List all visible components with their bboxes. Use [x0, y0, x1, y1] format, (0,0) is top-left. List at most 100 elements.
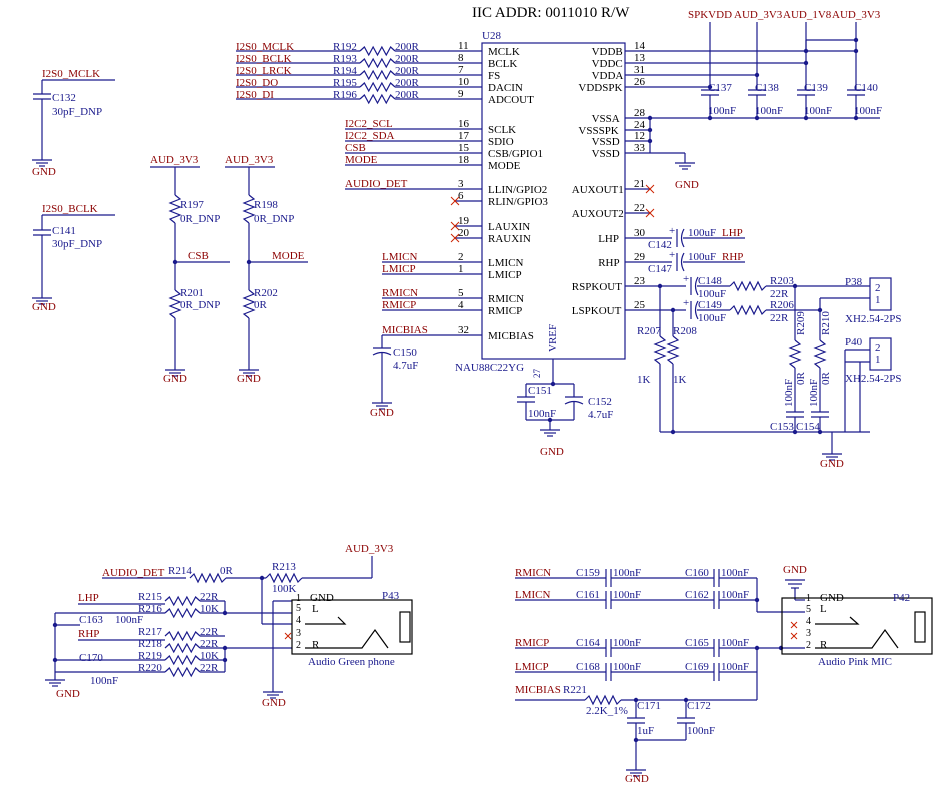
r206-ref: R206 — [770, 299, 794, 311]
svg-text:26: 26 — [634, 76, 646, 88]
svg-text:R220: R220 — [138, 662, 162, 674]
svg-text:14: 14 — [634, 40, 646, 52]
svg-text:RMICP: RMICP — [515, 637, 549, 649]
svg-text:VDDB: VDDB — [592, 46, 623, 58]
c142-polarity: + — [669, 225, 675, 237]
mic-jack-ref: P42 — [893, 592, 910, 604]
ic-ref: U28 — [482, 30, 501, 42]
c170-ref: C170 — [79, 652, 103, 664]
r197-ref: R197 — [180, 199, 204, 211]
svg-text:12: 12 — [634, 130, 645, 142]
c153-value: 100nF — [783, 379, 795, 407]
svg-text:R192: R192 — [333, 41, 357, 53]
svg-text:LMICN: LMICN — [382, 251, 418, 263]
mic-pin-l-label: L — [820, 603, 827, 615]
c147-value: 100uF — [688, 251, 716, 263]
r203-value: 22R — [770, 288, 789, 300]
p40-connector — [869, 337, 892, 371]
hp-jack-body — [291, 599, 413, 655]
mic-pin-3: 3 — [806, 628, 811, 639]
svg-text:LMICN: LMICN — [488, 257, 524, 269]
svg-text:BCLK: BCLK — [488, 58, 517, 70]
r202-value: 0R — [254, 299, 268, 311]
svg-text:4: 4 — [458, 299, 464, 311]
svg-text:100nF: 100nF — [708, 105, 736, 117]
svg-text:C138: C138 — [755, 82, 779, 94]
c150-ref: C150 — [393, 347, 417, 359]
mic-pin-gnd-label: GND — [820, 592, 844, 604]
svg-text:I2S0_DI: I2S0_DI — [236, 89, 274, 101]
r208-ref: R208 — [673, 325, 697, 337]
svg-text:RMICN: RMICN — [382, 287, 418, 299]
svg-text:VSSSPK: VSSSPK — [578, 125, 618, 137]
ic-part-number: NAU88C22YG — [455, 362, 524, 374]
gnd-label: GND — [32, 166, 56, 178]
p40-part: XH2.54-2PS — [845, 373, 902, 385]
svg-text:16: 16 — [458, 118, 470, 130]
p40-pin1: 1 — [875, 354, 881, 366]
power-aud1v8: AUD_1V8 — [783, 9, 832, 21]
svg-text:100nF: 100nF — [613, 567, 641, 579]
gnd-label: GND — [783, 564, 807, 576]
gnd-label: GND — [370, 407, 394, 419]
svg-text:VSSD: VSSD — [592, 148, 620, 160]
svg-text:C139: C139 — [804, 82, 828, 94]
svg-text:100nF: 100nF — [854, 105, 882, 117]
c149-ref: C149 — [698, 299, 722, 311]
iic-address-title: IIC ADDR: 0011010 R/W — [472, 5, 630, 21]
svg-text:100nF: 100nF — [804, 105, 832, 117]
c141-ref: C141 — [52, 225, 76, 237]
svg-text:R219: R219 — [138, 650, 162, 662]
c142-ref: C142 — [648, 239, 672, 251]
svg-text:10K: 10K — [200, 650, 219, 662]
svg-text:25: 25 — [634, 299, 646, 311]
c152-value: 4.7uF — [588, 409, 613, 421]
svg-text:ADCOUT: ADCOUT — [488, 94, 534, 106]
p38-part: XH2.54-2PS — [845, 313, 902, 325]
svg-text:20: 20 — [458, 227, 470, 239]
svg-text:11: 11 — [458, 40, 469, 52]
p38-pin1: 1 — [875, 294, 881, 306]
svg-text:13: 13 — [634, 52, 646, 64]
svg-text:3: 3 — [458, 178, 464, 190]
svg-text:2: 2 — [458, 251, 464, 263]
r213-ref: R213 — [272, 561, 296, 573]
svg-text:RLIN/GPIO3: RLIN/GPIO3 — [488, 196, 548, 208]
svg-text:7: 7 — [458, 64, 464, 76]
svg-text:MODE: MODE — [488, 160, 521, 172]
hp-net-rhp: RHP — [78, 628, 99, 640]
svg-text:C160: C160 — [685, 567, 709, 579]
c132-value: 30pF_DNP — [52, 106, 102, 118]
svg-text:MCLK: MCLK — [488, 46, 520, 58]
power-spkvdd: SPKVDD — [688, 9, 732, 21]
svg-text:100nF: 100nF — [721, 589, 749, 601]
hp-jack-ref: P43 — [382, 590, 400, 602]
hp-pin-1: 1 — [296, 593, 301, 604]
c142-value: 100uF — [688, 227, 716, 239]
r201-ref: R201 — [180, 287, 204, 299]
svg-text:I2S0_MCLK: I2S0_MCLK — [236, 41, 294, 53]
svg-text:31: 31 — [634, 64, 645, 76]
svg-text:AUXOUT1: AUXOUT1 — [572, 184, 624, 196]
svg-text:18: 18 — [458, 154, 470, 166]
mode-strap-circuit: AUD_3V3 R198 0R_DNP MODE R202 0R GND — [225, 154, 308, 385]
svg-text:200R: 200R — [395, 41, 420, 53]
svg-text:LMICP: LMICP — [382, 263, 416, 275]
svg-text:15: 15 — [458, 142, 470, 154]
r213-value: 100K — [272, 583, 297, 595]
svg-text:RSPKOUT: RSPKOUT — [572, 281, 622, 293]
svg-text:AUXOUT2: AUXOUT2 — [572, 208, 624, 220]
svg-text:100nF: 100nF — [721, 661, 749, 673]
